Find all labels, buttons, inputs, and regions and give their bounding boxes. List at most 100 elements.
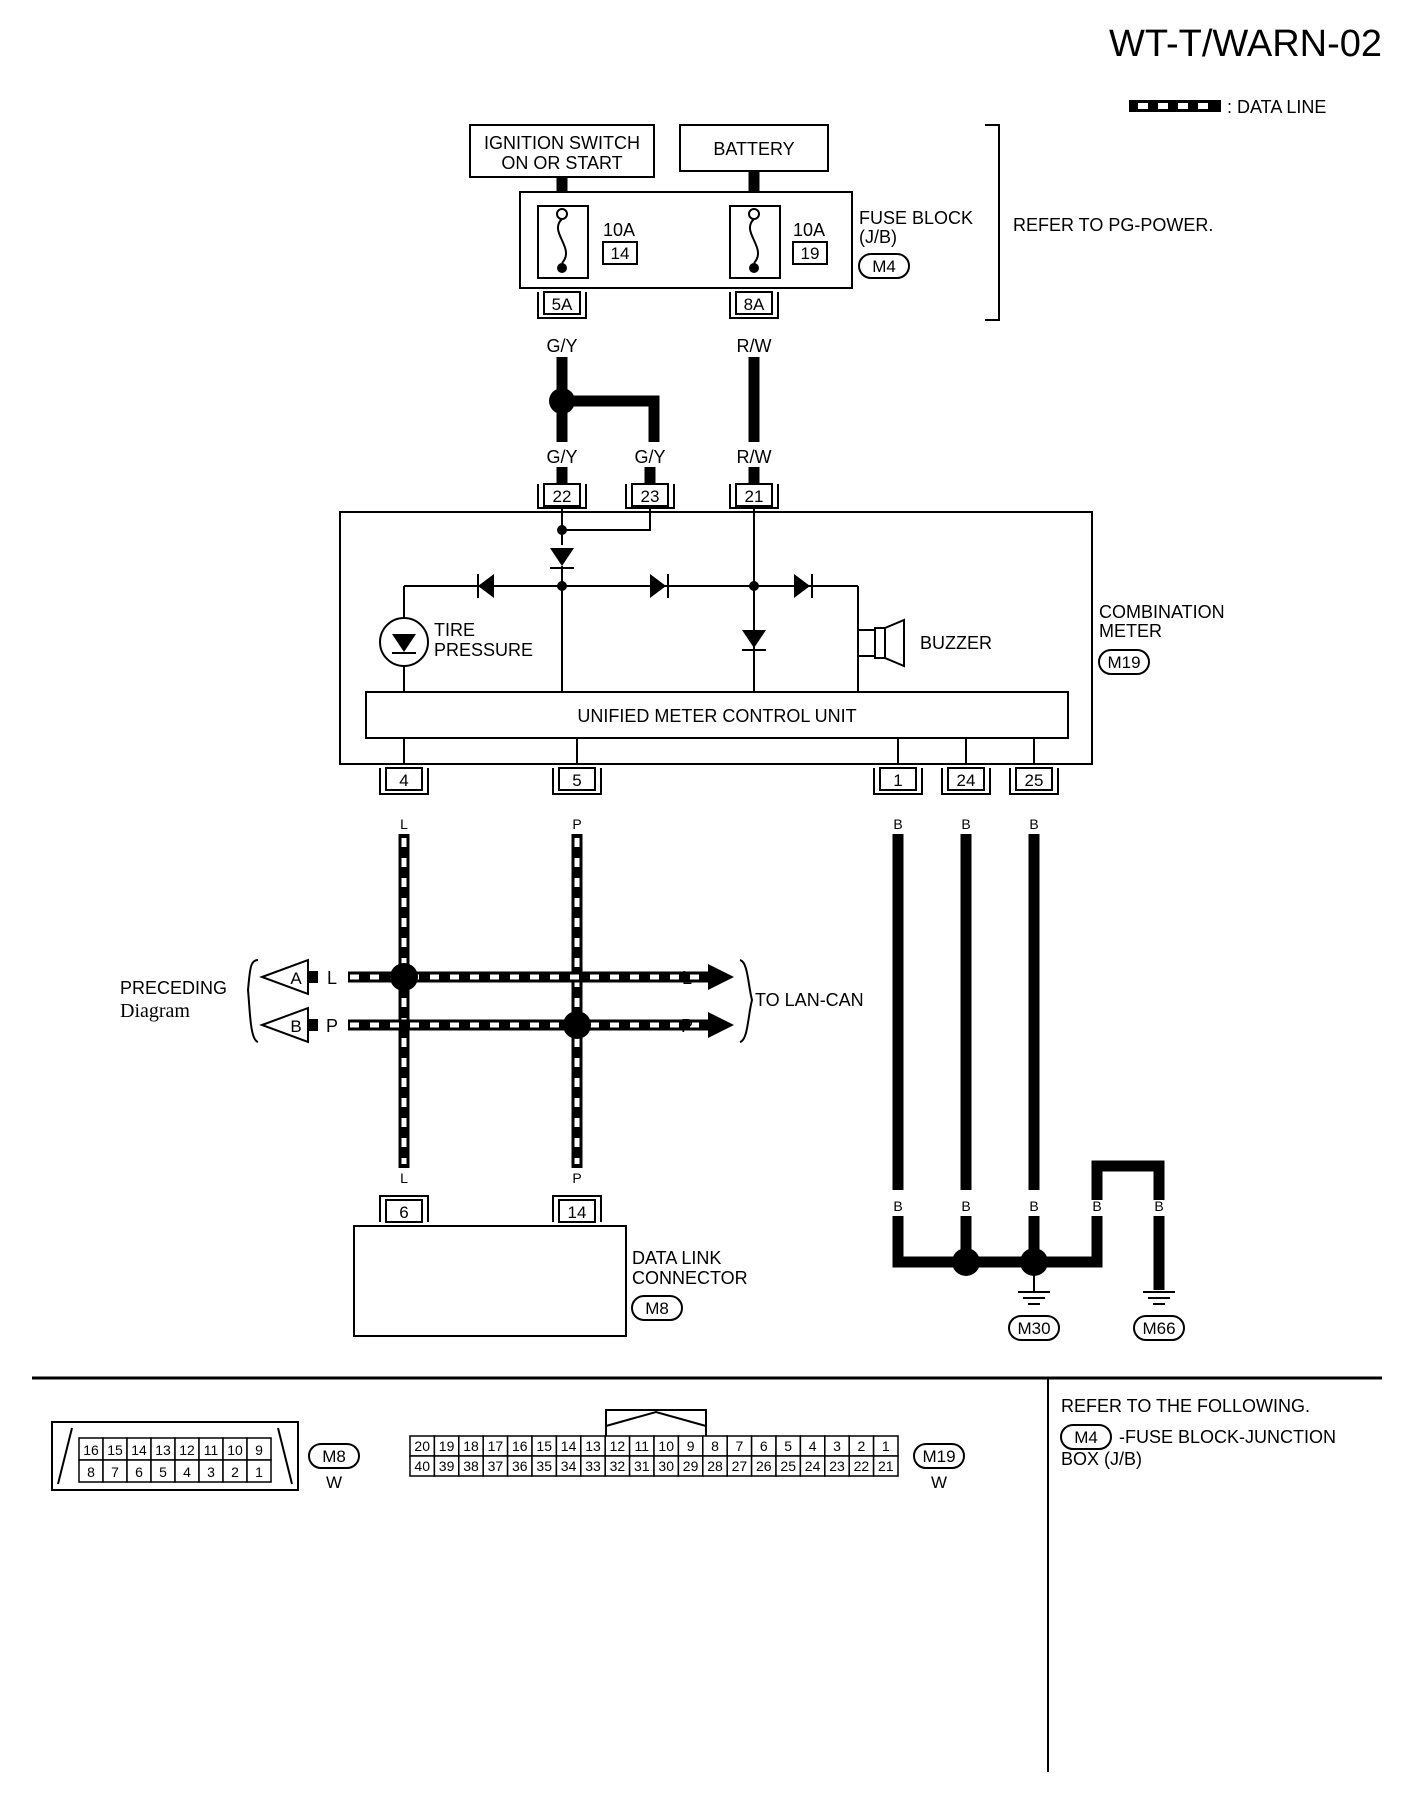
- pin-25: [1009, 767, 1059, 795]
- m8-footer-badge: [308, 1443, 360, 1469]
- m8-pin-number: 12: [179, 1442, 195, 1458]
- pin-6: [379, 1195, 429, 1223]
- m8-pin-number: 1: [255, 1464, 263, 1480]
- arrow-b-label: B: [290, 1017, 301, 1036]
- m8-pin-number: 13: [155, 1442, 171, 1458]
- m19-pin-number: 15: [536, 1438, 552, 1454]
- ground-m30: M30: [1017, 1319, 1050, 1338]
- to-lan-can-label: TO LAN-CAN: [755, 990, 864, 1010]
- m19-pin-number: 24: [805, 1458, 821, 1474]
- pin-4-label: 4: [399, 771, 408, 790]
- unified-meter-label: UNIFIED METER CONTROL UNIT: [577, 706, 856, 726]
- wire-gy-label-22: G/Y: [546, 447, 577, 467]
- wire-l-label-bottom: L: [400, 1170, 408, 1186]
- pin-24: [941, 767, 991, 795]
- dlc-label-1: DATA LINK: [632, 1248, 721, 1268]
- buzzer-label: BUZZER: [920, 633, 992, 653]
- arrow-p-right: [708, 1012, 734, 1038]
- m19-pin-number: 29: [683, 1458, 699, 1474]
- lan-can-brace: [739, 959, 754, 1043]
- m19-pin-number: 13: [585, 1438, 601, 1454]
- wire-gy-label-top: G/Y: [546, 336, 577, 356]
- fuse-block-label-1: FUSE BLOCK: [859, 208, 973, 228]
- m8-pin-number: 15: [107, 1442, 123, 1458]
- battery-label: BATTERY: [713, 139, 794, 159]
- pin-6-label: 6: [399, 1203, 408, 1222]
- pin-5: [552, 767, 602, 795]
- wire-b-label-g2: B: [961, 1198, 970, 1214]
- pin-14-label: 14: [568, 1203, 587, 1222]
- wire-b-label-g4: B: [1092, 1198, 1101, 1214]
- fuse-left-amp: 10A: [603, 220, 635, 240]
- arrow-b-preceding: [259, 1006, 318, 1044]
- refer-bracket: [985, 124, 1000, 321]
- m8-pin-number: 14: [131, 1442, 147, 1458]
- m19-pin-number: 16: [512, 1438, 528, 1454]
- tire-pressure-label-2: PRESSURE: [434, 640, 533, 660]
- wire-rw-label-21: R/W: [737, 447, 772, 467]
- preceding-brace: [246, 959, 259, 1043]
- m19-footer-badge: [913, 1443, 965, 1469]
- unified-meter-control-unit: [365, 691, 1069, 739]
- m19-pin-number: 21: [878, 1458, 894, 1474]
- ground-m66-badge: [1133, 1315, 1185, 1341]
- m19-pin-number: 22: [854, 1458, 870, 1474]
- m19-pin-number: 33: [585, 1458, 601, 1474]
- pin-22-label: 22: [553, 487, 572, 506]
- refer-m4-text-1: -FUSE BLOCK-JUNCTION: [1119, 1427, 1336, 1447]
- pin-8a-label: 8A: [744, 295, 765, 314]
- m19-footer-color: W: [931, 1473, 947, 1492]
- m19-pin-number: 36: [512, 1458, 528, 1474]
- m19-pin-number: 12: [610, 1438, 626, 1454]
- wire-b-label-g1: B: [893, 1198, 902, 1214]
- m19-pin-number: 39: [439, 1458, 455, 1474]
- tire-pressure-label-1: TIRE: [434, 620, 475, 640]
- m8-footer-connector: M8: [322, 1447, 346, 1466]
- m19-pin-number: 32: [610, 1458, 626, 1474]
- preceding-label-2: Diagram: [120, 1000, 190, 1022]
- fuse-left-num: 14: [611, 244, 630, 263]
- wire-b-label-1: B: [893, 816, 902, 832]
- data-line-legend: : DATA LINE: [1129, 97, 1326, 117]
- pin-8a: [729, 291, 779, 319]
- pin-21-label: 21: [745, 487, 764, 506]
- fuse-right-amp: 10A: [793, 220, 825, 240]
- refer-m4-text-2: BOX (J/B): [1061, 1449, 1142, 1469]
- m19-pin-cell: [872, 1455, 899, 1477]
- wire-l-label-right: L: [682, 968, 692, 988]
- m19-pin-number: 8: [711, 1438, 719, 1454]
- refer-pg-power: REFER TO PG-POWER.: [1013, 215, 1213, 235]
- m19-pin-number: 10: [658, 1438, 674, 1454]
- refer-m4-badge: [1060, 1424, 1112, 1450]
- m8-pin-number: 7: [111, 1464, 119, 1480]
- m19-pin-number: 7: [736, 1438, 744, 1454]
- m19-pin-number: 17: [488, 1438, 504, 1454]
- ignition-switch-box: [469, 124, 655, 178]
- dlc-connector-badge: [631, 1295, 683, 1321]
- meter-internal-circuit: [379, 508, 905, 692]
- pin-5a: [537, 291, 587, 319]
- m19-pin-number: 31: [634, 1458, 650, 1474]
- wire-b-label-g3: B: [1029, 1198, 1038, 1214]
- m19-pin-number: 11: [635, 1438, 650, 1454]
- wire-p-label-bottom: P: [572, 1170, 581, 1186]
- wire-p-label-top: P: [572, 816, 581, 832]
- page-title: WT-T/WARN-02: [1109, 23, 1382, 65]
- wire-p-label-left: P: [326, 1016, 338, 1036]
- wire-l-label-top: L: [400, 816, 408, 832]
- m19-pin-number: 4: [809, 1438, 817, 1454]
- m8-pin-number: 9: [255, 1442, 263, 1458]
- m19-pin-number: 23: [829, 1458, 845, 1474]
- m19-pin-number: 38: [463, 1458, 479, 1474]
- data-link-connector-box: [353, 1225, 627, 1337]
- m19-pin-number: 3: [833, 1438, 841, 1454]
- pin-1-label: 1: [893, 771, 902, 790]
- wire-p-label-right: P: [681, 1016, 693, 1036]
- m19-pin-number: 40: [414, 1458, 430, 1474]
- ground-m66: M66: [1142, 1319, 1175, 1338]
- wire-rw-label-top: R/W: [737, 336, 772, 356]
- m8-pin-number: 6: [135, 1464, 143, 1480]
